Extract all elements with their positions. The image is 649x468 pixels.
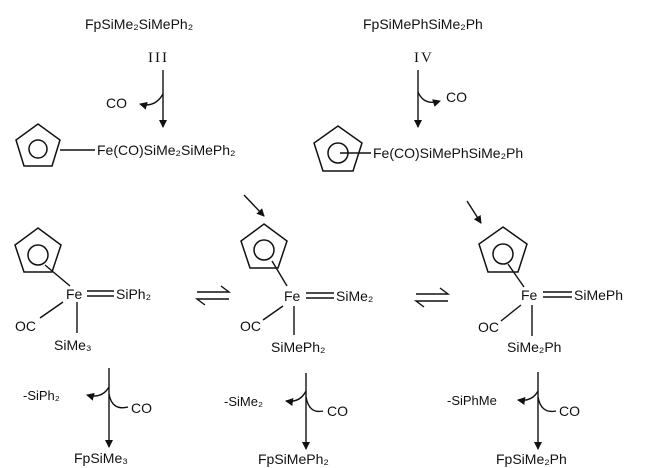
product-2: FpSiMePh₂ [258, 451, 329, 467]
eliminated-silylene-2: -SiMe₂ [224, 394, 263, 409]
silyl-ligand-2: SiMePh₂ [271, 339, 325, 355]
co-readd-label-3: CO [559, 403, 580, 419]
intermediate-formula-left: Fe(CO)SiMe₂SiMePh₂ [97, 142, 235, 158]
elimination-arrow-1 [86, 368, 129, 448]
co-lost-label-right: CO [446, 89, 467, 105]
silylene-complex-3 [478, 226, 572, 336]
silylene-complex-1 [14, 227, 114, 333]
cp-ring-intermediate-right [313, 125, 371, 172]
co-loss-arrow-right [414, 70, 441, 128]
silylene-ligand-1: SiPh₂ [116, 286, 151, 302]
silyl-ligand-3: SiMe₂Ph [507, 339, 561, 355]
compound-label-iii: III [148, 50, 169, 66]
compound-label-iv: IV [414, 50, 434, 66]
cp-ring-intermediate-left [15, 123, 95, 167]
silylene-complex-2 [240, 223, 334, 335]
product-1: FpSiMe₃ [74, 450, 128, 466]
carbonyl-label-1: OC [15, 318, 36, 334]
carbonyl-label-3: OC [478, 319, 499, 335]
equilibrium-arrow-1-2 [194, 285, 232, 306]
start-formula-iv: FpSiMePhSiMe₂Ph [363, 16, 483, 32]
co-loss-arrow-left [139, 70, 167, 128]
carbonyl-label-2: OC [240, 318, 261, 334]
silyl-ligand-1: SiMe₃ [54, 337, 92, 353]
equilibrium-arrow-2-3 [413, 287, 451, 308]
eliminated-silylene-1: -SiPh₂ [23, 388, 60, 403]
fe-label-3: Fe [521, 287, 538, 303]
start-formula-iii: FpSiMe₂SiMePh₂ [85, 16, 193, 32]
eliminated-silylene-3: -SiPhMe [447, 393, 497, 408]
fe-label-2: Fe [284, 288, 301, 304]
silylene-ligand-3: SiMePh [574, 287, 623, 303]
co-readd-label-1: CO [131, 400, 152, 416]
co-lost-label-left: CO [106, 95, 127, 111]
fe-label-1: Fe [66, 286, 83, 302]
arrow-to-complex-middle [243, 194, 265, 217]
elimination-arrow-2 [285, 373, 324, 450]
silylene-ligand-2: SiMe₂ [336, 288, 373, 304]
elimination-arrow-3 [517, 372, 557, 450]
arrow-to-complex-right [466, 200, 482, 224]
product-3: FpSiMe₂Ph [496, 451, 567, 467]
intermediate-formula-right: Fe(CO)SiMePhSiMe₂Ph [373, 145, 523, 161]
co-readd-label-2: CO [327, 403, 348, 419]
